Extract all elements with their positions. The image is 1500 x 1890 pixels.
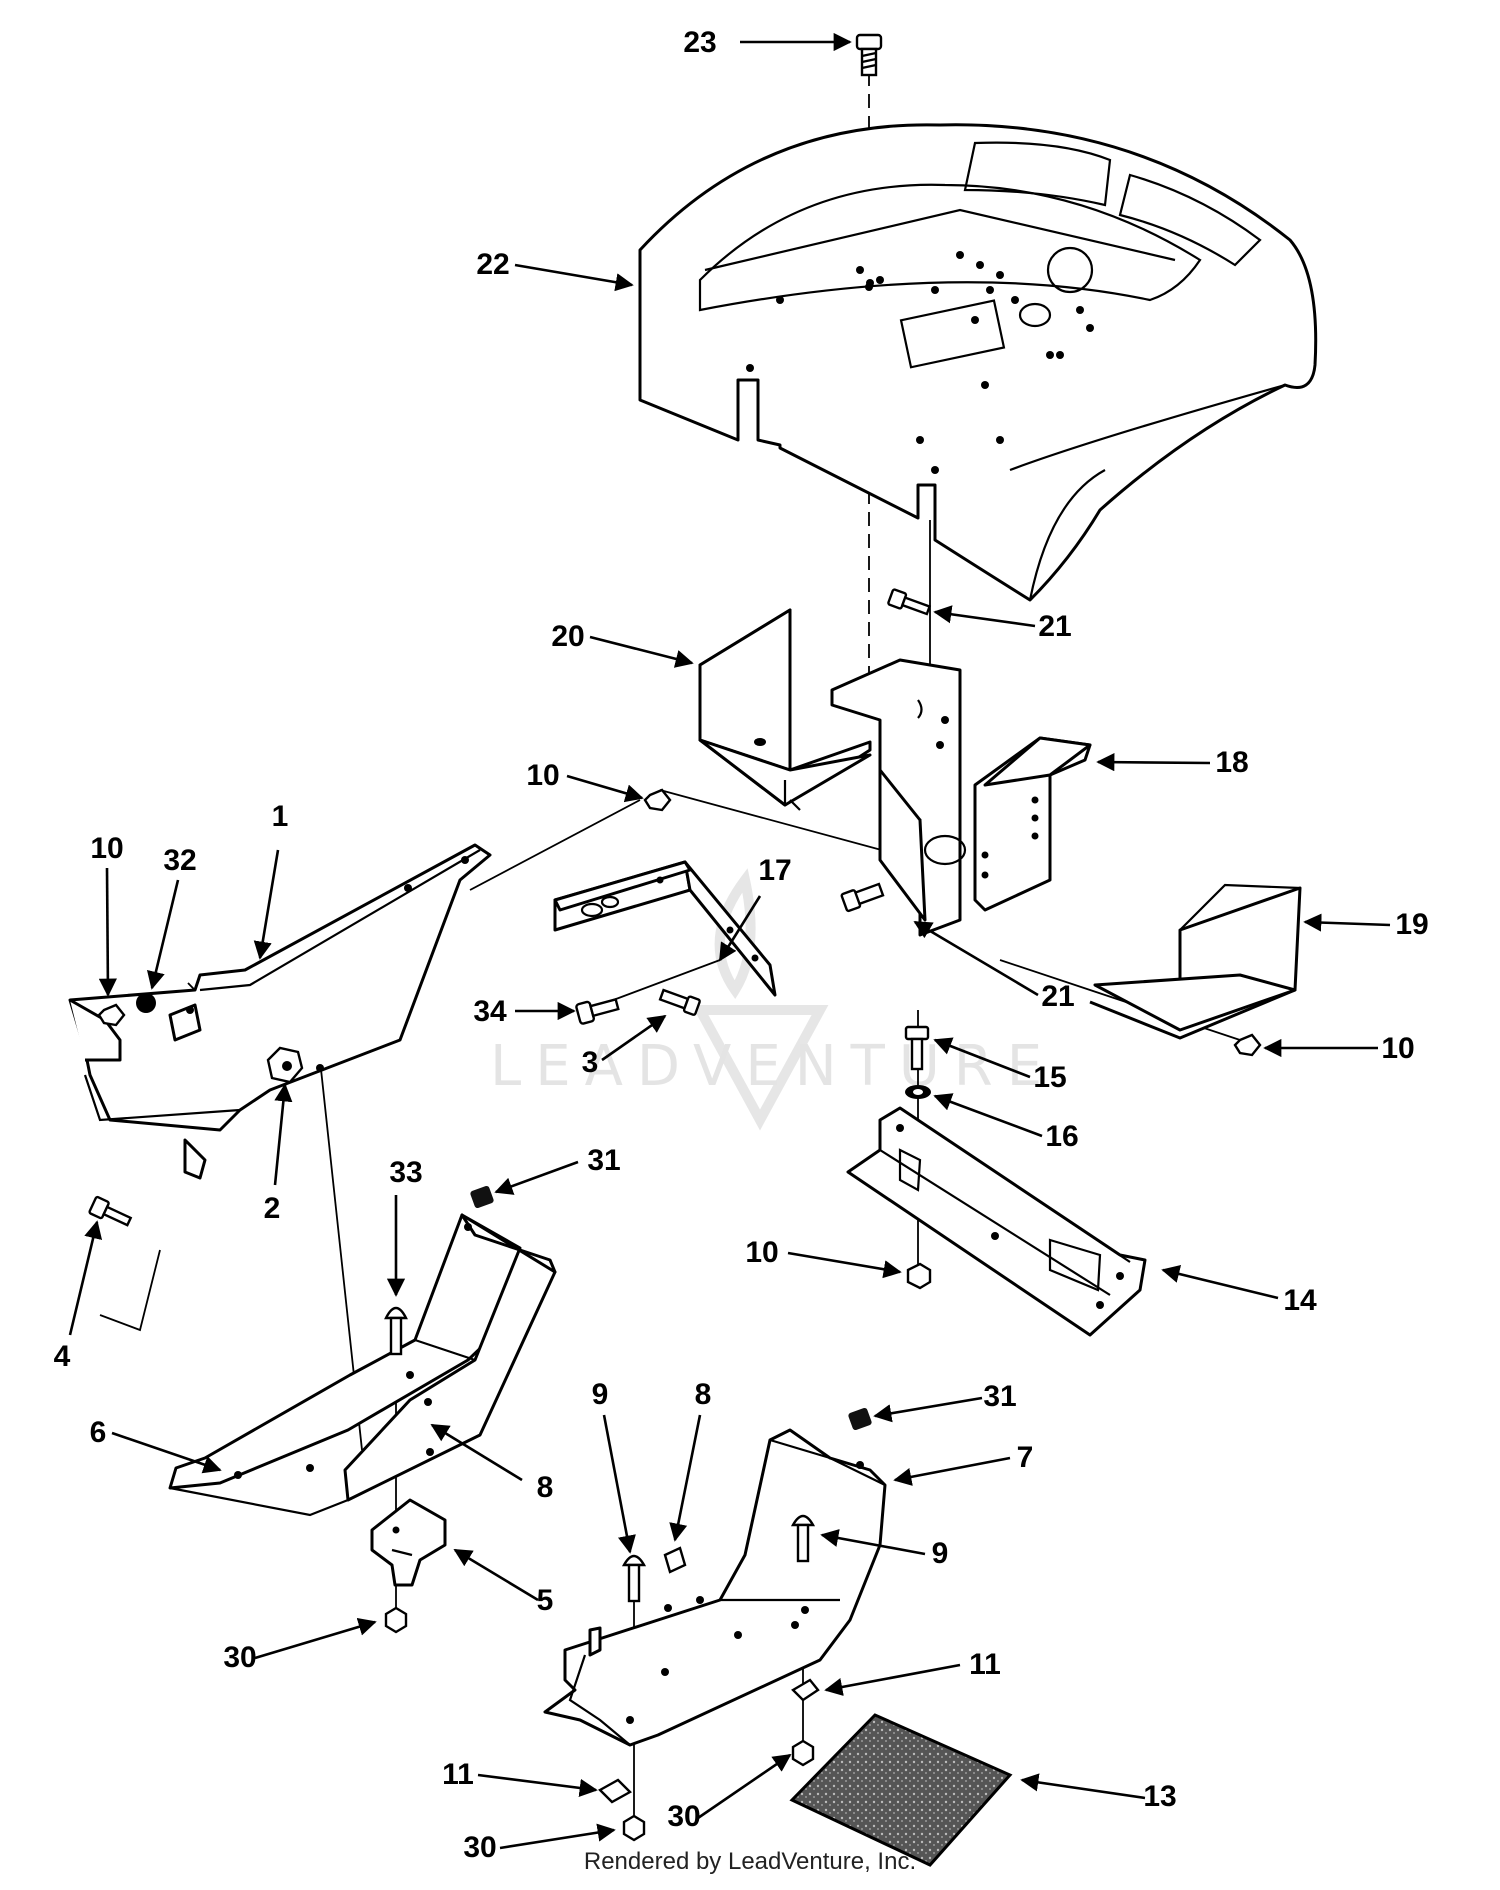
callout-14: 14	[1283, 1284, 1317, 1317]
callout-19: 19	[1395, 908, 1428, 941]
callout-31: 31	[587, 1144, 620, 1177]
callout-4: 4	[54, 1340, 71, 1373]
callout-15: 15	[1033, 1061, 1066, 1094]
dash-panel	[638, 123, 1318, 602]
callout-30: 30	[463, 1831, 496, 1864]
bolt-23	[855, 33, 883, 77]
callout-9: 9	[592, 1378, 609, 1411]
callout-30: 30	[223, 1641, 256, 1674]
angle-19	[1089, 883, 1302, 1040]
dash-support-bracket	[830, 658, 967, 937]
callout-22: 22	[476, 248, 509, 281]
callout-30: 30	[667, 1800, 700, 1833]
callout-33: 33	[389, 1156, 422, 1189]
callout-6: 6	[90, 1416, 107, 1449]
callout-31: 31	[983, 1380, 1016, 1413]
leader-lines	[68, 32, 1391, 1850]
side-bracket-1	[68, 843, 492, 1180]
callout-34: 34	[473, 995, 507, 1028]
callout-21: 21	[1038, 610, 1071, 643]
footer-credit: Rendered by LeadVenture, Inc.	[583, 1848, 917, 1875]
bracket-17	[553, 860, 777, 997]
callout-8: 8	[695, 1378, 712, 1411]
callout-10: 10	[745, 1236, 778, 1269]
callout-11: 11	[969, 1648, 1001, 1681]
mat-13	[789, 1713, 1013, 1867]
callout-2: 2	[264, 1192, 281, 1225]
callout-16: 16	[1045, 1120, 1078, 1153]
callout-10: 10	[1381, 1032, 1414, 1065]
watermark-text: LEADVENTURE	[490, 1034, 1056, 1099]
callout-3: 3	[582, 1046, 599, 1079]
callout-23: 23	[683, 26, 716, 59]
callout-1: 1	[272, 800, 289, 833]
callout-13: 13	[1143, 1780, 1176, 1813]
callout-5: 5	[537, 1584, 554, 1617]
callout-9: 9	[932, 1537, 949, 1570]
callout-32: 32	[163, 844, 196, 877]
dash-panel-holes	[746, 251, 1094, 474]
dash-panel-key-hole	[1046, 246, 1094, 294]
callout-17: 17	[758, 854, 791, 887]
callout-11: 11	[442, 1758, 474, 1791]
bracket-20	[698, 608, 872, 811]
footrest-6	[168, 1213, 557, 1517]
dash-panel-body	[638, 123, 1318, 602]
callout-18: 18	[1215, 746, 1248, 779]
hardware	[88, 588, 1262, 1842]
grommet-2	[266, 1046, 304, 1084]
callout-labels: 23 22 21 20 18 10 17 21 19 1 10 32 34 3 …	[54, 26, 1429, 1864]
bracket-18	[973, 736, 1092, 912]
bracket-5	[370, 1498, 447, 1587]
callout-7: 7	[1017, 1441, 1034, 1474]
footrest-7	[543, 1428, 887, 1747]
callout-21: 21	[1041, 980, 1074, 1013]
callout-10: 10	[90, 832, 123, 865]
callout-10: 10	[526, 759, 559, 792]
dash-panel-slot	[899, 299, 1006, 369]
watermark-flame-icon	[691, 1005, 829, 1131]
callout-20: 20	[551, 620, 584, 653]
channel-14	[846, 1106, 1147, 1337]
callout-8: 8	[537, 1471, 554, 1504]
